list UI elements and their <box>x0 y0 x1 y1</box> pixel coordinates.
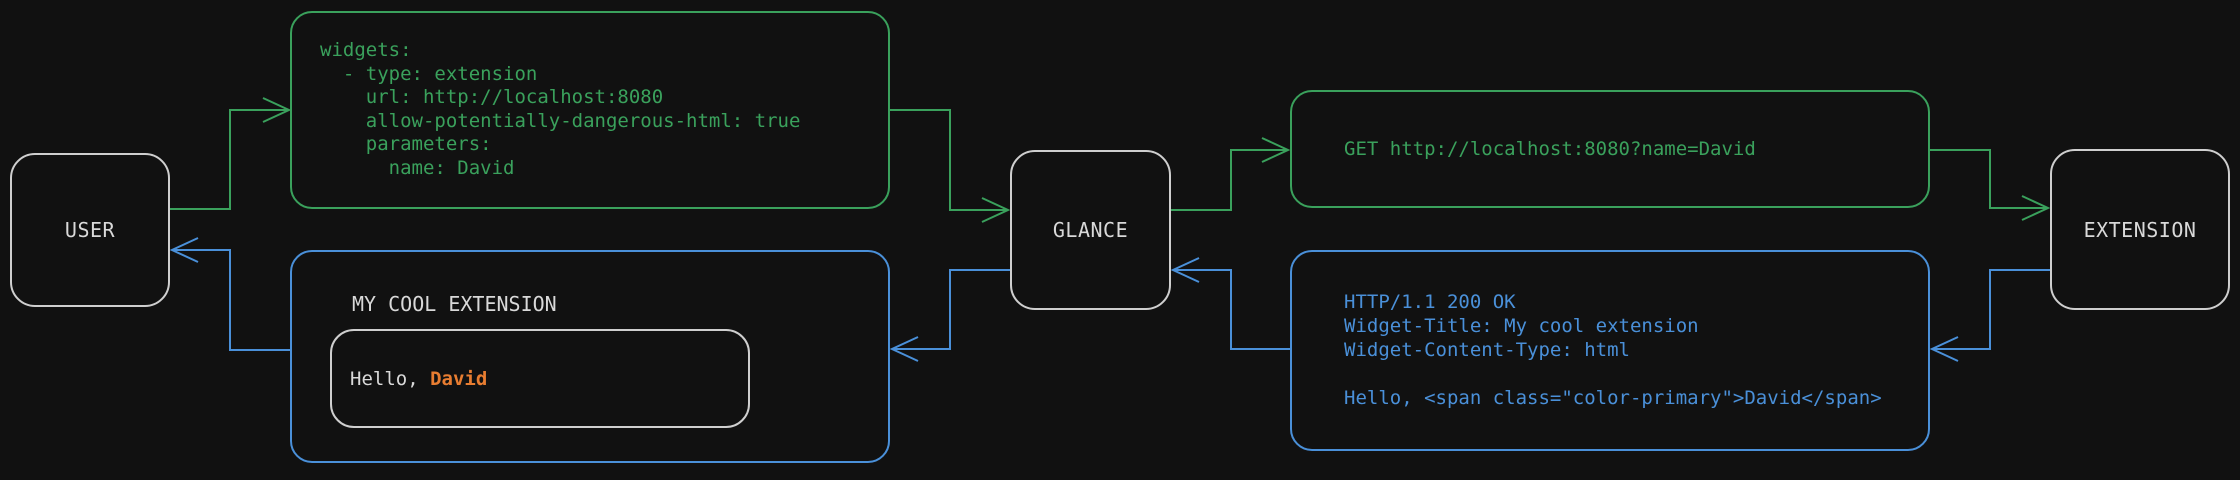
edge-line <box>1930 149 2046 209</box>
widget-title: MY COOL EXTENSION <box>352 292 557 316</box>
edge-request-to-extension <box>1930 149 2051 221</box>
request-line: GET http://localhost:8080?name=David <box>1344 138 1756 160</box>
greeting-prefix: Hello, <box>350 367 431 390</box>
http-response-box: HTTP/1.1 200 OK Widget-Title: My cool ex… <box>1290 250 1930 451</box>
response-line <box>1344 362 1918 386</box>
edge-widget-to-user <box>169 237 290 351</box>
edge-line <box>1171 149 1286 211</box>
user-node: USER <box>10 153 170 307</box>
arrow-right-icon <box>981 197 1011 223</box>
config-line: url: http://localhost:8080 <box>320 86 664 108</box>
config-line: widgets: <box>320 39 412 61</box>
edge-response-to-glance <box>1170 257 1290 350</box>
edge-glance-to-request <box>1171 137 1291 211</box>
response-line: Hello, <span class="color-primary">David… <box>1344 387 1882 409</box>
edge-line <box>1934 269 2050 350</box>
config-line: name: David <box>320 156 515 179</box>
arrow-left-icon <box>889 336 919 362</box>
widget-greeting-box: Hello, David <box>330 329 750 428</box>
config-line: parameters: <box>320 133 492 155</box>
edge-glance-to-widget <box>889 269 1010 362</box>
glance-node: GLANCE <box>1010 150 1171 310</box>
edge-line <box>170 109 287 210</box>
edge-extension-to-response <box>1929 269 2050 362</box>
arrow-right-icon <box>2021 195 2051 221</box>
edge-user-to-config <box>170 97 292 210</box>
config-line: allow-potentially-dangerous-html: true <box>320 109 801 132</box>
edge-line <box>894 269 1010 350</box>
extension-node: EXTENSION <box>2050 149 2230 310</box>
arrow-right-icon <box>262 97 292 123</box>
edge-line <box>174 249 290 351</box>
config-line: - type: extension <box>320 62 538 85</box>
glance-node-label: GLANCE <box>1052 218 1129 242</box>
arrow-right-icon <box>1261 137 1291 163</box>
rendered-widget-box: MY COOL EXTENSION Hello, David <box>290 250 890 463</box>
edge-config-to-glance <box>890 109 1011 223</box>
config-yaml-box: widgets: - type: extension url: http://l… <box>290 11 890 209</box>
edge-line <box>1175 269 1290 350</box>
extension-node-label: EXTENSION <box>2083 217 2197 242</box>
edge-line <box>890 109 1006 211</box>
arrow-left-icon <box>1929 336 1959 362</box>
response-line: HTTP/1.1 200 OK <box>1344 291 1516 313</box>
response-line: Widget-Title: My cool extension <box>1344 315 1699 337</box>
greeting-name: David <box>430 367 488 390</box>
arrow-left-icon <box>1170 257 1200 283</box>
http-request-box: GET http://localhost:8080?name=David <box>1290 90 1930 208</box>
user-node-label: USER <box>64 218 116 242</box>
arrow-left-icon <box>169 237 199 263</box>
response-line: Widget-Content-Type: html <box>1344 339 1630 361</box>
